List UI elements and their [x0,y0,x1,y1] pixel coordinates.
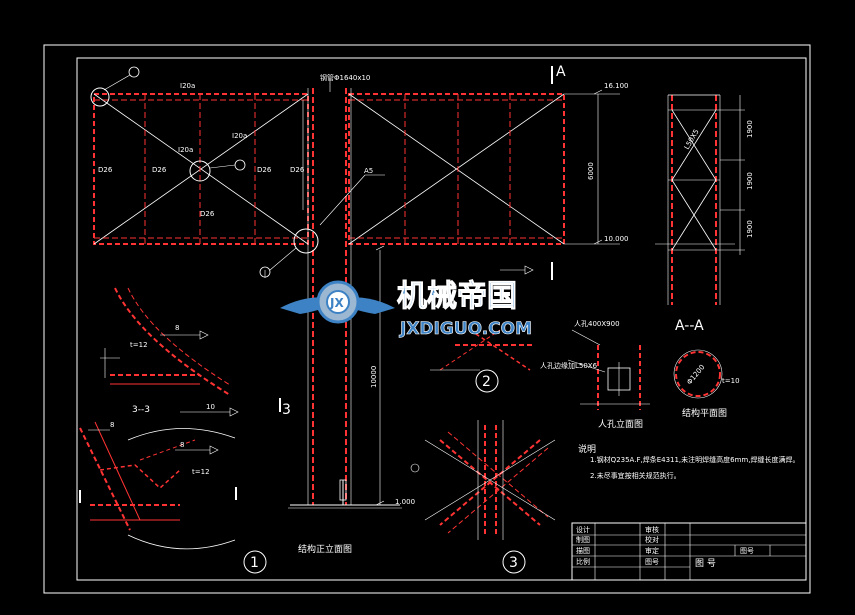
member-i20a-top: I20a [180,82,195,90]
tb-row2-mid: 校对 [645,535,659,544]
section-cut-mark-a: A [556,64,566,80]
member-i20a-mid: I20a [232,132,247,140]
member-i20a-diag: I20a [178,146,193,154]
tb-row4-mid: 图号 [645,558,659,566]
plan-right-panel [348,66,620,280]
manhole-note: 人孔边缘加L50X6 [540,361,598,370]
tb-row1-mid: 审核 [645,525,659,534]
tb-row2-left: 制图 [576,535,590,544]
pipe-diameter: Φ1200 [685,363,706,386]
side-1900-a: 1900 [746,120,754,138]
detail-3 [410,420,556,540]
manhole-title: 人孔立面图 [598,418,643,430]
member-d26-2: D26 [152,166,167,174]
site-watermark: JX 机械帝国 JXDIGUO.COM [280,279,532,339]
dim-8-a: 8 [175,324,179,332]
detail-marker-2: 2 [482,374,491,390]
member-d26-1: D26 [98,166,113,174]
manhole-elevation [567,329,650,410]
member-a5: A5 [364,167,373,175]
outer-frame [43,44,811,594]
title-block [571,522,807,581]
detail-3-3 [100,287,239,417]
bottom-elevation: 10.000 [604,235,629,243]
text-labels: 钢管Φ1640x10 I20a I20a I20a D26 D26 D26 D2… [98,64,799,571]
section-cut-mark-3: 3 [282,402,291,418]
thickness-t12-b: t=12 [192,468,210,476]
top-elevation: 16.100 [604,82,629,90]
member-d26-3: D26 [257,166,272,174]
height-6000: 6000 [587,162,595,180]
thickness-t10: t=10 [722,377,740,385]
notes-heading: 说明 [578,443,596,455]
watermark-en: JXDIGUO.COM [399,319,532,339]
watermark-cn: 机械帝国 [397,279,517,314]
detail-markers [243,369,526,574]
top-pipe-note: 钢管Φ1640x10 [320,73,370,82]
tb-row4-left: 比例 [576,557,590,566]
dim-10: 10 [206,403,215,411]
thickness-t12-a: t=12 [130,341,148,349]
member-d26-4: D26 [290,166,305,174]
ground-elevation: 1.000 [395,498,415,506]
svg-text:JX: JX [329,296,344,310]
note-1: 1.钢材Q235A.F,焊条E4311,未注明焊缝高度6mm,焊缝长度满焊。 [590,455,799,464]
height-10000: 10000 [370,366,378,388]
inner-frame [76,57,807,581]
dim-8-c: 8 [180,441,184,449]
detail-marker-1: 1 [250,555,259,571]
detail-marker-3: 3 [509,555,518,571]
section-3-3-label: 3--3 [132,405,150,415]
manhole-size: 人孔400X900 [574,320,620,328]
side-1900-c: 1900 [746,220,754,238]
side-1900-b: 1900 [746,172,754,190]
detail-1 [79,421,237,550]
detail-2 [430,265,535,371]
dim-8-b: 8 [110,421,114,429]
section-a-a-label: A--A [675,318,704,334]
tb-row1-left: 设计 [576,525,590,534]
tb-project: 图号 [740,547,754,555]
member-d26-5: D26 [200,210,215,218]
tb-row3-mid: 审定 [645,546,659,555]
tb-sheet: 图 号 [695,558,716,569]
section-a-a [655,94,745,399]
elevation-title: 结构正立面图 [298,543,352,555]
plan-title: 结构平面图 [682,407,727,419]
note-2: 2.未尽事宜按相关规范执行。 [590,471,681,480]
tb-row3-left: 描图 [576,546,590,555]
